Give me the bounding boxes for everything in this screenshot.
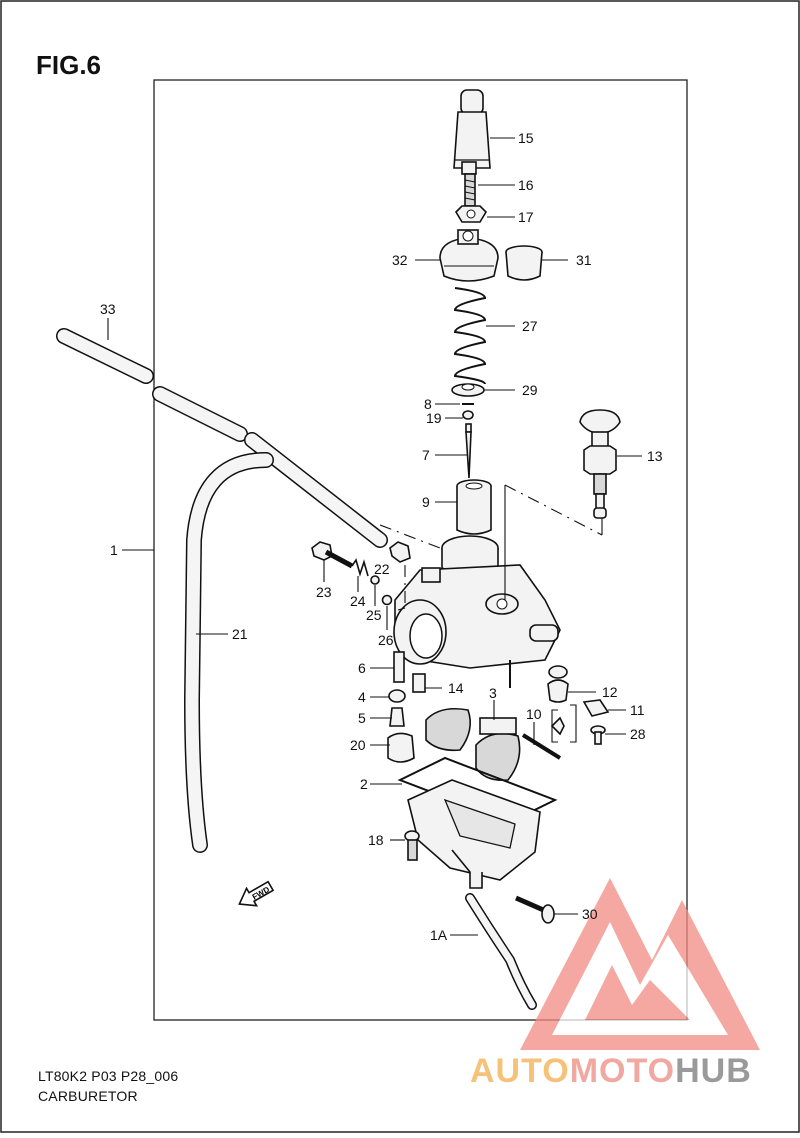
part-4-washer xyxy=(388,689,406,703)
callout-19: 19 xyxy=(426,410,442,426)
callout-13: 13 xyxy=(647,448,663,464)
watermark-hub: HUB xyxy=(675,1052,752,1090)
watermark-moto: MOTO xyxy=(569,1052,676,1090)
callout-7: 7 xyxy=(422,447,430,463)
part-6-fuel-inlet xyxy=(393,651,405,683)
part-28-screw xyxy=(590,725,606,745)
part-15-cap xyxy=(453,89,491,169)
part-14-main-jet xyxy=(412,673,426,693)
callout-18: 18 xyxy=(368,832,384,848)
callout-8: 8 xyxy=(424,396,432,412)
part-26-o-ring xyxy=(381,594,393,606)
part-21-overflow-tube xyxy=(183,452,274,853)
callout-24: 24 xyxy=(350,593,366,609)
callout-3: 3 xyxy=(489,685,497,701)
part-19-washer xyxy=(462,410,474,420)
part-9-throttle-valve xyxy=(456,479,492,535)
part-33-vent-hose xyxy=(56,328,388,548)
callout-22: 22 xyxy=(374,561,390,577)
part-29-retainer xyxy=(451,383,485,397)
assembly-frame xyxy=(153,79,688,1021)
callout-29: 29 xyxy=(522,382,538,398)
callout-26: 26 xyxy=(378,632,394,648)
model-code: LT80K2 P03 P28_006 xyxy=(38,1068,179,1084)
figure-title: FIG.6 xyxy=(36,50,102,80)
leader-lines xyxy=(107,137,642,936)
callout-16: 16 xyxy=(518,177,534,193)
callout-4: 4 xyxy=(358,689,366,705)
float-bowl xyxy=(407,779,541,889)
part-27-spring xyxy=(453,287,487,385)
callout-21: 21 xyxy=(232,626,248,642)
figure-caption: CARBURETOR xyxy=(38,1088,138,1104)
callout-14: 14 xyxy=(448,680,464,696)
part-20-float-valve-seat xyxy=(387,732,415,763)
callout-5: 5 xyxy=(358,710,366,726)
automotohub-watermark: AUTOMOTOHUB xyxy=(470,1052,752,1091)
callout-20: 20 xyxy=(350,737,366,753)
part-16-adjuster-bolt xyxy=(461,161,477,207)
callout-31: 31 xyxy=(576,252,592,268)
part-30-screw xyxy=(514,895,555,924)
part-10-float-pin xyxy=(521,733,562,760)
automotohub-logo xyxy=(520,878,760,1050)
carburetor-body xyxy=(393,535,561,688)
callout-33: 33 xyxy=(100,301,116,317)
part-1A-drain-tube xyxy=(465,893,537,1010)
part-18-drain-screw xyxy=(404,830,420,861)
part-22-idle-screw xyxy=(389,541,411,563)
part-24-spring xyxy=(351,558,369,577)
part-11-clip xyxy=(582,699,610,717)
callout-27: 27 xyxy=(522,318,538,334)
part-5-needle-valve xyxy=(389,707,405,727)
part-23-pilot-screw xyxy=(311,541,354,569)
callout-labels: 15 16 17 32 31 27 8 29 19 7 13 9 33 1 21… xyxy=(100,130,663,943)
callout-10: 10 xyxy=(526,706,542,722)
callout-15: 15 xyxy=(518,130,534,146)
part-13-choke-plunger xyxy=(579,409,621,519)
part-32-top-cap xyxy=(439,229,499,282)
callout-28: 28 xyxy=(630,726,646,742)
callout-30: 30 xyxy=(582,906,598,922)
part-7-jet-needle xyxy=(465,423,472,479)
callout-23: 23 xyxy=(316,584,332,600)
callout-11: 11 xyxy=(630,702,645,718)
watermark-auto: AUTO xyxy=(470,1052,570,1090)
part-12-o-ring xyxy=(547,665,569,703)
callout-6: 6 xyxy=(358,660,366,676)
callout-1a: 1A xyxy=(430,927,448,943)
float-assembly xyxy=(425,707,521,782)
callout-32: 32 xyxy=(392,252,408,268)
callout-1: 1 xyxy=(110,542,118,558)
callout-25: 25 xyxy=(366,607,382,623)
fwd-direction-arrow: FWD xyxy=(238,880,275,907)
part-31-rubber-cap xyxy=(505,245,543,281)
callout-2: 2 xyxy=(360,776,368,792)
callout-9: 9 xyxy=(422,494,430,510)
part-25-washer xyxy=(370,575,380,585)
part-17-nut xyxy=(454,205,488,223)
callout-17: 17 xyxy=(518,209,534,225)
callout-12: 12 xyxy=(602,684,618,700)
